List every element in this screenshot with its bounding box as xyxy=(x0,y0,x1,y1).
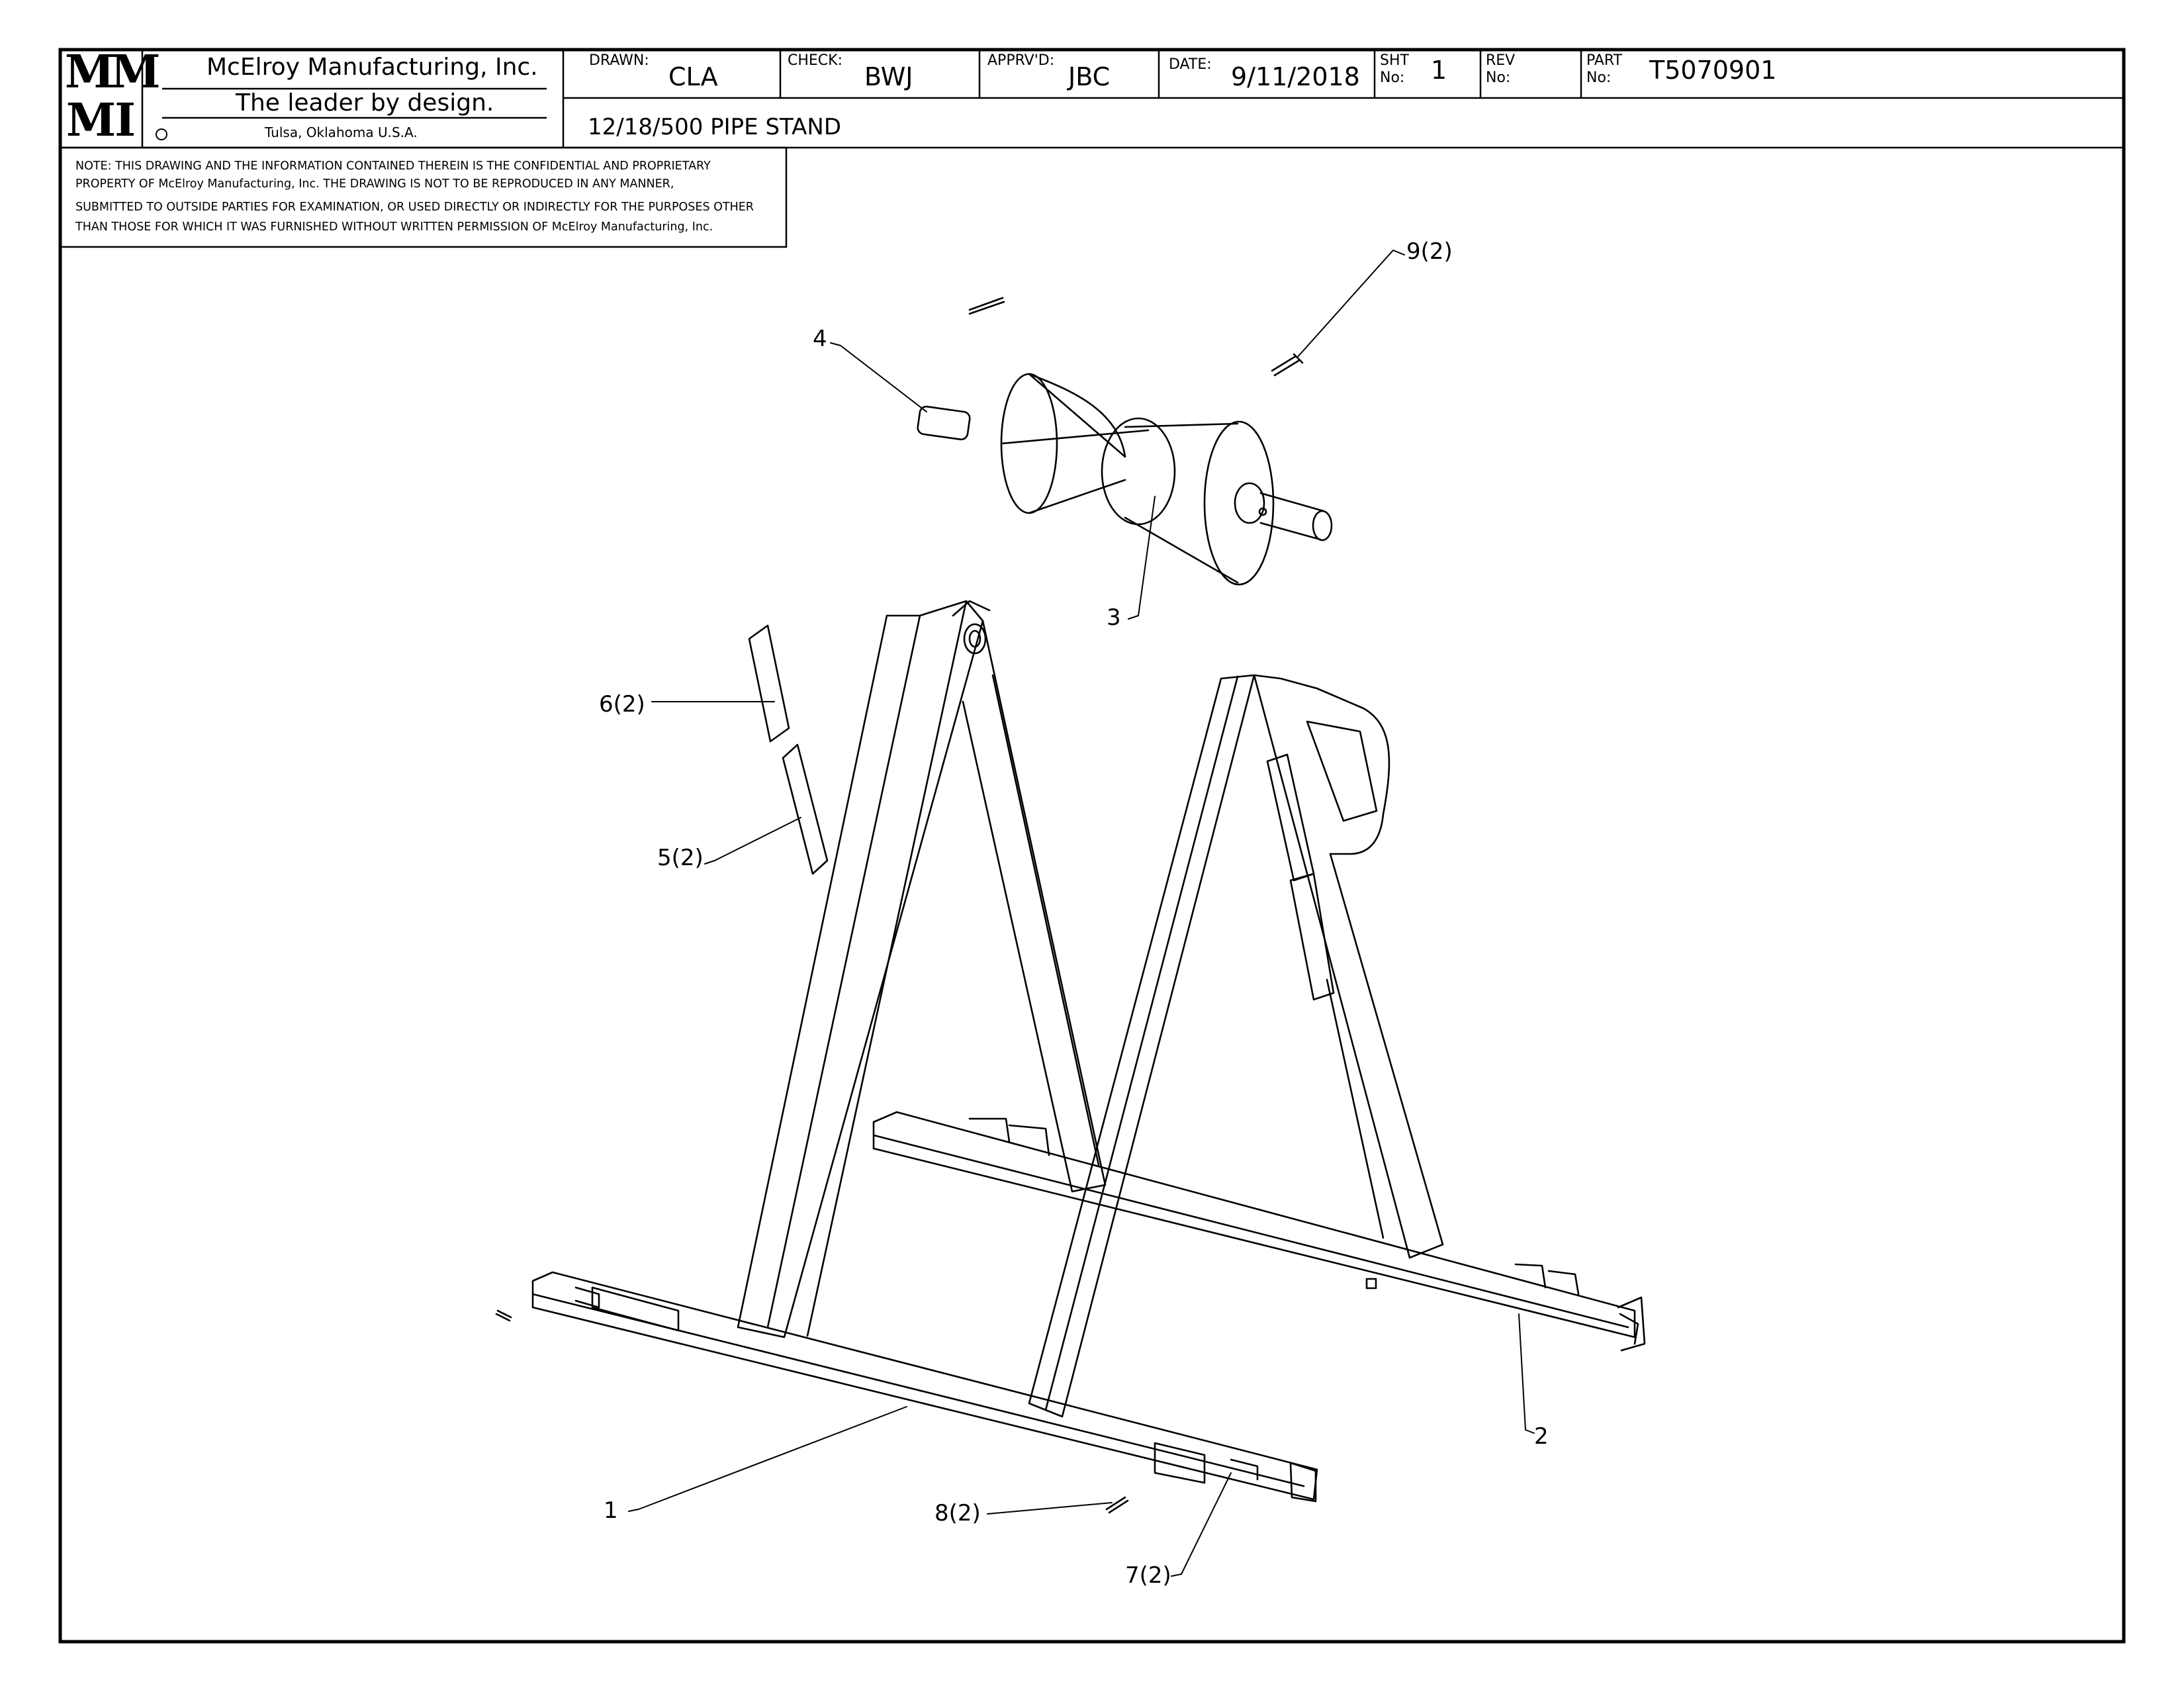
left-a-frame xyxy=(737,600,1107,1338)
logo-text-top: MM xyxy=(65,46,161,99)
date-label: DATE: xyxy=(1169,56,1212,73)
callout-2: 2 xyxy=(1534,1423,1549,1450)
sheet-value: 1 xyxy=(1431,56,1447,85)
sheet-border xyxy=(58,48,2126,1644)
rev-label-2: No: xyxy=(1486,70,1511,86)
callout-6: 6(2) xyxy=(599,691,645,718)
part-1-front-beam xyxy=(531,1271,1318,1503)
check-value: BWJ xyxy=(864,62,913,91)
sheet-label-1: SHT xyxy=(1380,52,1409,69)
company-location: Tulsa, Oklahoma U.S.A. xyxy=(265,124,418,140)
sheet-label-2: No: xyxy=(1380,70,1405,86)
part-8-pin xyxy=(1105,1496,1129,1514)
logo-text-bottom: MI xyxy=(66,94,136,147)
note-line-1: NOTE: THIS DRAWING AND THE INFORMATION C… xyxy=(75,160,711,173)
right-a-frame xyxy=(1028,674,1444,1418)
drawing-title: 12/18/500 PIPE STAND xyxy=(588,114,842,140)
note-line-2: PROPERTY OF McElroy Manufacturing, Inc. … xyxy=(75,177,674,191)
part-3-roller xyxy=(917,373,1333,586)
drawn-label: DRAWN: xyxy=(589,52,649,69)
callout-8: 8(2) xyxy=(934,1500,981,1526)
note-line-3: SUBMITTED TO OUTSIDE PARTIES FOR EXAMINA… xyxy=(75,201,754,214)
registered-mark-icon xyxy=(156,128,167,140)
left-small-pin xyxy=(495,1309,512,1322)
part-label-2: No: xyxy=(1586,70,1612,86)
callout-4: 4 xyxy=(813,326,827,352)
part-2-rear-beam xyxy=(872,1111,1646,1352)
top-cotter-pin xyxy=(968,297,1005,315)
company-name: McElroy Manufacturing, Inc. xyxy=(206,54,538,81)
part-6-decal xyxy=(748,624,790,743)
drawn-value: CLA xyxy=(668,62,718,91)
approved-label: APPRV'D: xyxy=(987,52,1055,69)
callout-3: 3 xyxy=(1107,604,1121,631)
callout-9: 9(2) xyxy=(1406,238,1453,265)
callout-1: 1 xyxy=(604,1497,618,1524)
logo-block xyxy=(64,53,138,144)
company-tagline: The leader by design. xyxy=(236,89,494,117)
part-9-pin xyxy=(1271,353,1304,377)
check-label: CHECK: xyxy=(788,52,843,69)
part-label-1: PART xyxy=(1586,52,1623,69)
callout-5: 5(2) xyxy=(657,845,704,871)
note-line-4: THAN THOSE FOR WHICH IT WAS FURNISHED WI… xyxy=(75,220,713,234)
date-value: 9/11/2018 xyxy=(1231,62,1360,91)
part-number-value: T5070901 xyxy=(1649,56,1777,85)
part-5-decal xyxy=(782,743,829,875)
assembly-drawing xyxy=(495,250,1646,1577)
callout-7: 7(2) xyxy=(1125,1562,1171,1589)
rev-label-1: REV xyxy=(1486,52,1516,69)
approved-value: JBC xyxy=(1068,62,1111,91)
leader-lines xyxy=(628,250,1535,1577)
title-block-grid xyxy=(59,50,2124,248)
